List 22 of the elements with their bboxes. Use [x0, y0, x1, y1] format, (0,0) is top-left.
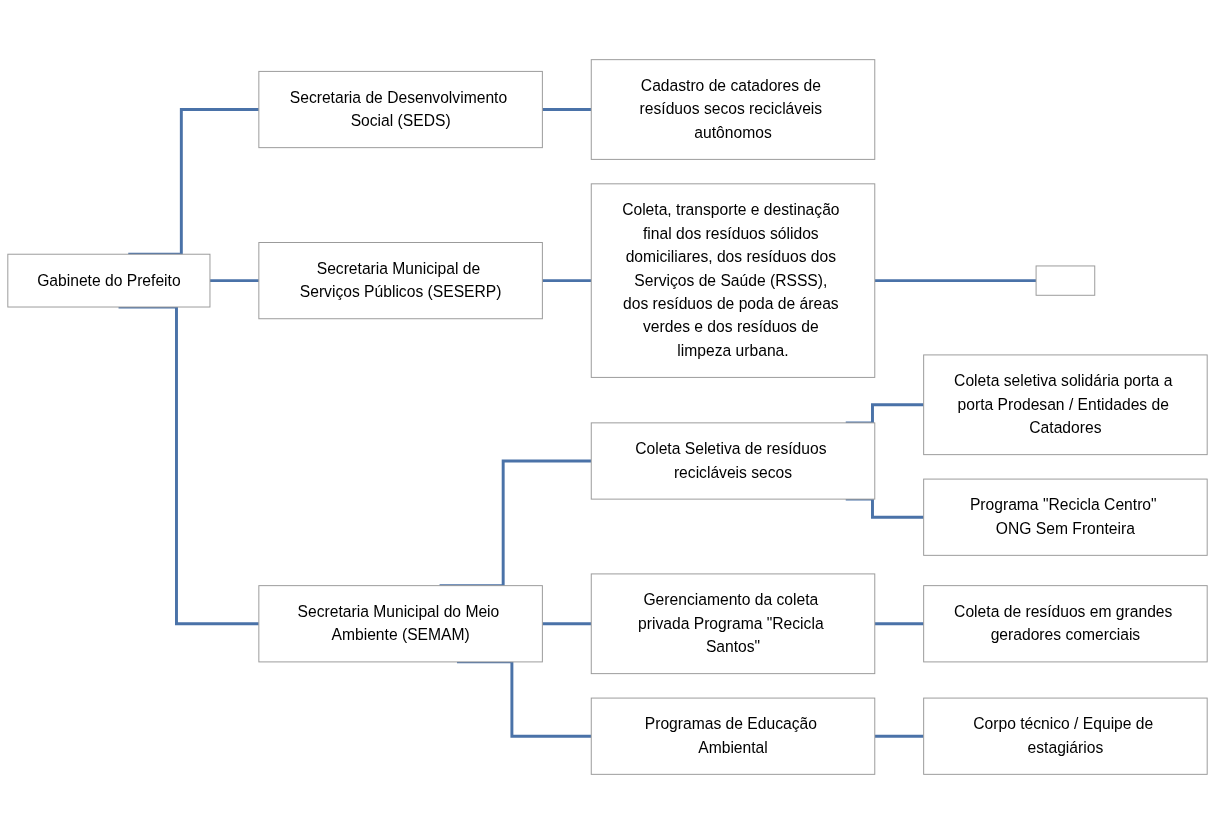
connector — [542, 279, 592, 283]
node-box: Secretaria Municipal do Meio Ambiente (SEMAM) — [258, 585, 543, 663]
node-box: Programas de Educação Ambiental — [590, 697, 876, 775]
node-box: Programa "Recicla Centro" ONG Sem Fronteira — [923, 478, 1208, 556]
node-box — [1035, 265, 1096, 296]
node-box: Secretaria de Desenvolvimento Social (SEDS) — [258, 70, 543, 149]
node-box: Coleta de resíduos em grandes geradores comerciais — [923, 585, 1208, 663]
node-box: Corpo técnico / Equipe de estagiários — [923, 697, 1208, 775]
connector — [874, 734, 924, 738]
connector — [874, 622, 924, 626]
connector — [874, 279, 1037, 283]
connector — [542, 622, 592, 626]
node-box: Gerenciamento da coleta privada Programa "Recicla Santos" — [590, 573, 876, 675]
node-box: Coleta Seletiva de resíduos recicláveis secos — [590, 422, 876, 500]
node-box: Coleta, transporte e destinação final dos resíduos sólidos domiciliares, dos resíduos dos Serviços de Saúde (RSSS), dos resíduos de poda de áreas verdes e dos resíduos de limpeza urbana. — [590, 183, 876, 378]
node-box: Secretaria Municipal de Serviços Públicos (SESERP) — [258, 242, 543, 320]
node-box: Coleta seletiva solidária porta a porta Prodesan / Entidades de Catadores — [923, 354, 1208, 456]
connector — [209, 279, 259, 283]
connector — [128, 108, 259, 256]
connector — [542, 108, 592, 111]
node-box: Cadastro de catadores de resíduos secos recicláveis autônomos — [590, 59, 876, 160]
node-box: Gabinete do Prefeito — [7, 253, 211, 308]
